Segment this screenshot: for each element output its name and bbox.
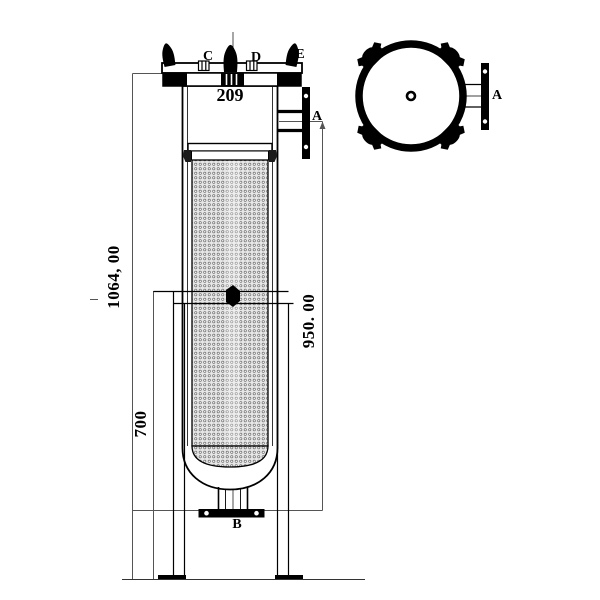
center-marker <box>226 285 240 307</box>
filter-basket <box>183 142 277 468</box>
dim-700-label: 700 <box>131 411 150 438</box>
labels: 209 1064, 00 950. 00 700 C D E A B A <box>104 47 503 532</box>
eyebolt-center <box>223 44 238 72</box>
lid-clamp-left <box>163 73 187 86</box>
dim-1064-label: 1064, 00 <box>104 245 123 309</box>
side-nozzle-a <box>277 87 310 159</box>
top-nozzle-a-label: A <box>492 88 503 103</box>
basket-clip-left <box>183 150 191 162</box>
lid-center-hub <box>221 73 244 86</box>
stand-foot-left <box>158 575 186 580</box>
port-d-label: D <box>251 50 261 65</box>
dim-209-label: 209 <box>217 85 244 105</box>
lid-clamp-right <box>277 73 301 86</box>
nozzle-a-bolt-hole-top <box>303 93 309 99</box>
port-c-label: C <box>203 49 213 64</box>
top-nozzle-bolt-hole-bottom <box>482 119 488 124</box>
lid-hub-stripes <box>225 74 238 85</box>
dim-arrow-950 <box>319 121 326 129</box>
outlet-b-label: B <box>232 517 241 532</box>
nozzle-a-flange <box>302 87 310 159</box>
dim-950-label: 950. 00 <box>299 294 318 349</box>
outlet-bolt-hole-left <box>204 510 209 516</box>
basket-collar <box>191 150 269 161</box>
basket-clip-right <box>269 150 277 162</box>
top-nozzle-bolt-hole-top <box>482 69 488 74</box>
bottom-outlet <box>198 487 265 518</box>
outlet-bolt-hole-right <box>254 510 259 516</box>
nozzle-a-bolt-hole-bottom <box>303 144 309 150</box>
basket-mesh-bottom <box>191 445 269 468</box>
top-view-center-hole <box>405 90 417 102</box>
outlet-flange-b <box>198 509 265 518</box>
top-view <box>354 39 489 153</box>
port-e-label: E <box>295 47 304 62</box>
stand-foot-right <box>275 575 303 580</box>
support-stand <box>153 290 303 580</box>
port-d-fitting <box>245 60 258 72</box>
lid-assembly <box>160 42 303 87</box>
nozzle-a-label: A <box>312 109 323 124</box>
top-nozzle-flange <box>481 63 489 130</box>
basket-rim <box>187 142 273 152</box>
port-c-fitting <box>197 60 210 72</box>
